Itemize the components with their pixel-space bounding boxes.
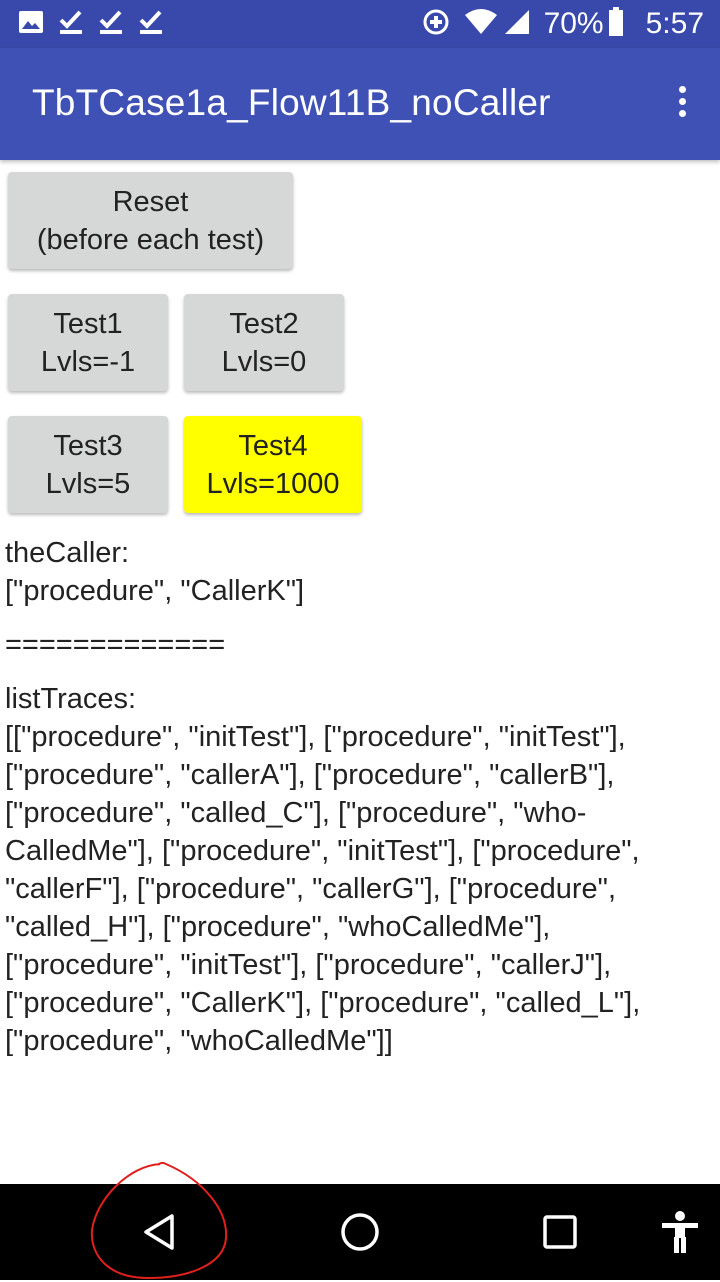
traces-label: listTraces: — [5, 683, 137, 715]
app-title: TbTCase1a_Flow11B_noCaller — [32, 82, 551, 123]
back-icon[interactable] — [130, 1202, 190, 1262]
app-bar: TbTCase1a_Flow11B_noCaller — [0, 48, 720, 160]
clock: 5:57 — [645, 7, 704, 40]
system-icons: 70% 5:57 — [422, 0, 704, 48]
reset-button-sublabel: (before each test) — [36, 223, 265, 256]
accessibility-icon[interactable] — [650, 1202, 710, 1262]
test3-button-sublabel: Lvls=5 — [45, 467, 131, 500]
signal-icon — [504, 8, 530, 41]
test4-button[interactable]: Test4 Lvls=1000 — [184, 416, 362, 513]
test3-button[interactable]: Test3 Lvls=5 — [8, 416, 168, 513]
test4-button-label: Test4 — [238, 429, 308, 462]
test2-button-label: Test2 — [229, 307, 299, 340]
output-panel: theCaller: ["procedure", "CallerK"] ====… — [5, 534, 710, 1060]
check-icon — [58, 9, 84, 40]
check-icon — [138, 9, 164, 40]
traces-value: [["procedure", "initTest"], ["procedure"… — [5, 721, 649, 1057]
data-saver-icon — [422, 8, 450, 41]
image-icon — [18, 10, 44, 39]
recent-apps-icon[interactable] — [530, 1202, 590, 1262]
notification-icons — [18, 10, 164, 38]
test2-button[interactable]: Test2 Lvls=0 — [184, 294, 344, 391]
status-bar: 70% 5:57 — [0, 0, 720, 48]
caller-value: ["procedure", "CallerK"] — [5, 575, 305, 607]
caller-label: theCaller: — [5, 537, 130, 569]
separator-text: ============= — [5, 629, 226, 661]
check-icon — [98, 9, 124, 40]
battery-icon — [608, 6, 624, 42]
battery-percent: 70% — [543, 7, 604, 40]
wifi-icon — [464, 8, 498, 41]
overflow-menu-icon[interactable] — [674, 86, 690, 122]
test3-button-label: Test3 — [53, 429, 123, 462]
navigation-bar — [0, 1184, 720, 1280]
test4-button-sublabel: Lvls=1000 — [206, 467, 340, 500]
test1-button-label: Test1 — [53, 307, 123, 340]
test1-button-sublabel: Lvls=-1 — [40, 345, 136, 378]
test1-button[interactable]: Test1 Lvls=-1 — [8, 294, 168, 391]
reset-button-label: Reset — [112, 185, 189, 218]
home-icon[interactable] — [330, 1202, 390, 1262]
reset-button[interactable]: Reset (before each test) — [8, 172, 293, 269]
test2-button-sublabel: Lvls=0 — [221, 345, 307, 378]
